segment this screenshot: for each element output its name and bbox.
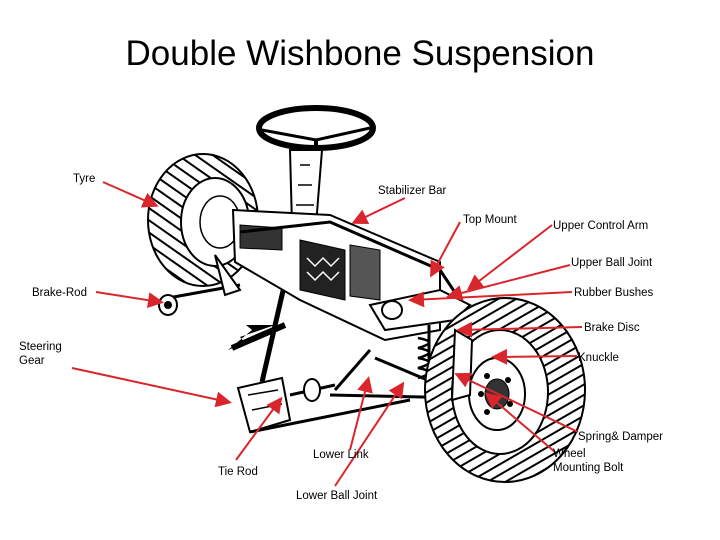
label-tie-rod: Tie Rod (218, 466, 258, 478)
leader-tie-rod (235, 396, 283, 461)
label-upper-ball-joint: Upper Ball Joint (571, 257, 653, 269)
leader-stabilizer-bar (351, 197, 406, 225)
leader-wheel-mounting-bolt (484, 392, 556, 453)
label-lower-ball-joint: Lower Ball Joint (296, 490, 378, 502)
slide-title: Double Wishbone Suspension (125, 34, 595, 73)
label-top-mount: Top Mount (463, 214, 517, 226)
label-knuckle: Knuckle (578, 352, 619, 364)
steering-gear (236, 376, 411, 434)
leader-steering-gear (71, 367, 232, 408)
label-lower-link: Lower Link (313, 449, 369, 461)
label-upper-control-arm: Upper Control Arm (553, 220, 649, 232)
label-tyre: Tyre (73, 173, 96, 185)
label-wheel-mounting-bolt: Wheel Mounting Bolt (553, 448, 624, 474)
leader-top-mount (430, 221, 461, 278)
leader-brake-rod (95, 291, 164, 309)
label-stabilizer-bar: Stabilizer Bar (378, 185, 447, 197)
knuckle (450, 328, 474, 402)
label-spring-damper: Spring& Damper (578, 431, 664, 443)
leader-lines (71, 181, 583, 487)
stabilizer-bar (239, 220, 462, 301)
label-steering-gear: Steering Gear (19, 341, 62, 367)
leader-spring-damper (454, 372, 579, 433)
direction-arrow-shaft (230, 322, 287, 351)
leader-upper-ball-joint (446, 264, 571, 301)
leader-tyre (102, 181, 159, 208)
leader-lower-link (349, 376, 373, 451)
leader-upper-control-arm (466, 224, 553, 291)
label-rubber-bushes: Rubber Bushes (574, 287, 654, 299)
label-brake-disc: Brake Disc (584, 322, 640, 334)
leader-lower-ball-joint (334, 381, 405, 487)
leader-brake-disc (456, 321, 583, 338)
leader-knuckle (491, 348, 578, 365)
leader-rubber-bushes (408, 291, 573, 308)
label-brake-rod: Brake-Rod (32, 287, 87, 299)
